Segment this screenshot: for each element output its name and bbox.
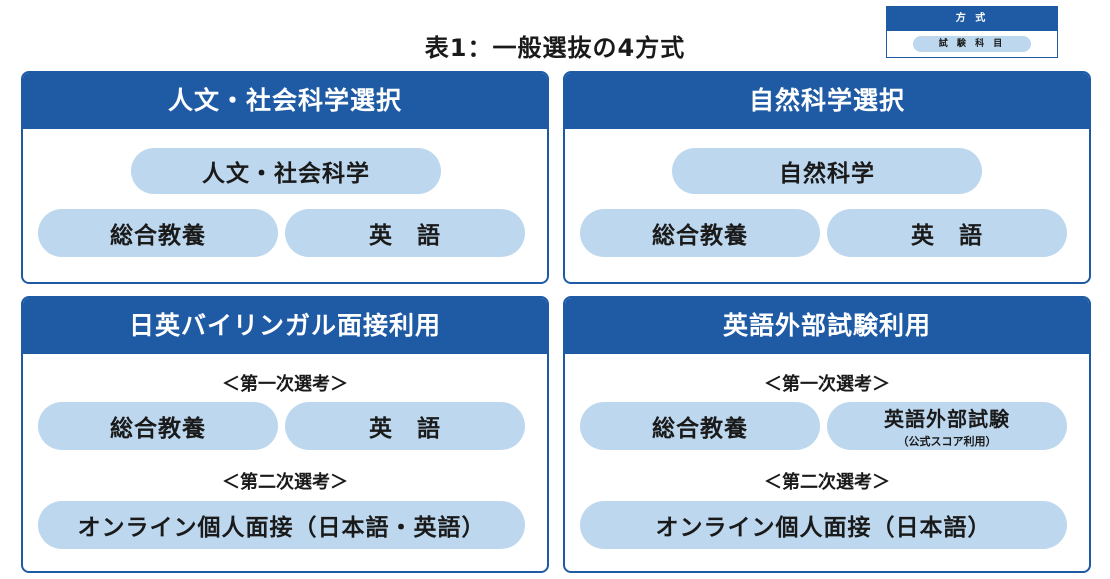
subject-label: オンライン個人面接（日本語・英語）: [77, 515, 486, 541]
panel-header: 英語外部試験利用: [565, 298, 1089, 354]
subject-label: 人文・社会科学: [202, 161, 370, 187]
subject-pill-top: 自然科学: [672, 148, 982, 194]
subject-label: 総合教養: [652, 416, 748, 442]
subject-pill-right: 英 語: [285, 402, 525, 450]
subject-pill-bottom: オンライン個人面接（日本語）: [580, 501, 1067, 549]
panel-bilingual-interview: 日英バイリンガル面接利用 ＜第一次選考＞ 総合教養 英 語 ＜第二次選考＞ オン…: [21, 296, 549, 573]
subject-label: 総合教養: [110, 416, 206, 442]
subject-label: 英 語: [369, 223, 441, 249]
panel-header: 自然科学選択: [565, 73, 1089, 129]
legend-subjects: 試 験 科 目: [913, 36, 1031, 52]
subject-pill-left: 総合教養: [580, 402, 820, 450]
subject-pill-bottom: オンライン個人面接（日本語・英語）: [38, 501, 525, 549]
subject-label: 英語外部試験: [884, 407, 1010, 431]
panel-humanities: 人文・社会科学選択 人文・社会科学 総合教養 英 語: [21, 71, 549, 284]
panel-external-english: 英語外部試験利用 ＜第一次選考＞ 総合教養 英語外部試験 （公式スコア利用） ＜…: [563, 296, 1091, 573]
subject-label: 英 語: [369, 416, 441, 442]
subject-pill-right: 英 語: [285, 209, 525, 257]
subject-pill-right: 英語外部試験 （公式スコア利用）: [827, 402, 1067, 450]
subject-label: オンライン個人面接（日本語）: [655, 515, 992, 541]
subject-pill-left: 総合教養: [580, 209, 820, 257]
subject-pill-left: 総合教養: [38, 402, 278, 450]
subject-pill-right: 英 語: [827, 209, 1067, 257]
subject-pill-left: 総合教養: [38, 209, 278, 257]
page-title: 表1：一般選抜の4方式: [424, 34, 686, 62]
subject-label: 総合教養: [110, 223, 206, 249]
stage-label-first: ＜第一次選考＞: [222, 374, 348, 395]
subject-label: 総合教養: [652, 223, 748, 249]
stage-label-second: ＜第二次選考＞: [222, 472, 348, 493]
stage-label-second: ＜第二次選考＞: [764, 472, 890, 493]
subject-pill-top: 人文・社会科学: [131, 148, 441, 194]
stage-label-first: ＜第一次選考＞: [764, 374, 890, 395]
panel-natural-science: 自然科学選択 自然科学 総合教養 英 語: [563, 71, 1091, 284]
panel-header: 人文・社会科学選択: [23, 73, 547, 129]
legend-box: 方 式 試 験 科 目: [886, 6, 1058, 58]
legend-method: 方 式: [887, 7, 1057, 31]
panel-header: 日英バイリンガル面接利用: [23, 298, 547, 354]
subject-label: 英 語: [911, 223, 983, 249]
subject-label: 自然科学: [779, 161, 875, 187]
subject-sublabel: （公式スコア利用）: [897, 435, 997, 448]
